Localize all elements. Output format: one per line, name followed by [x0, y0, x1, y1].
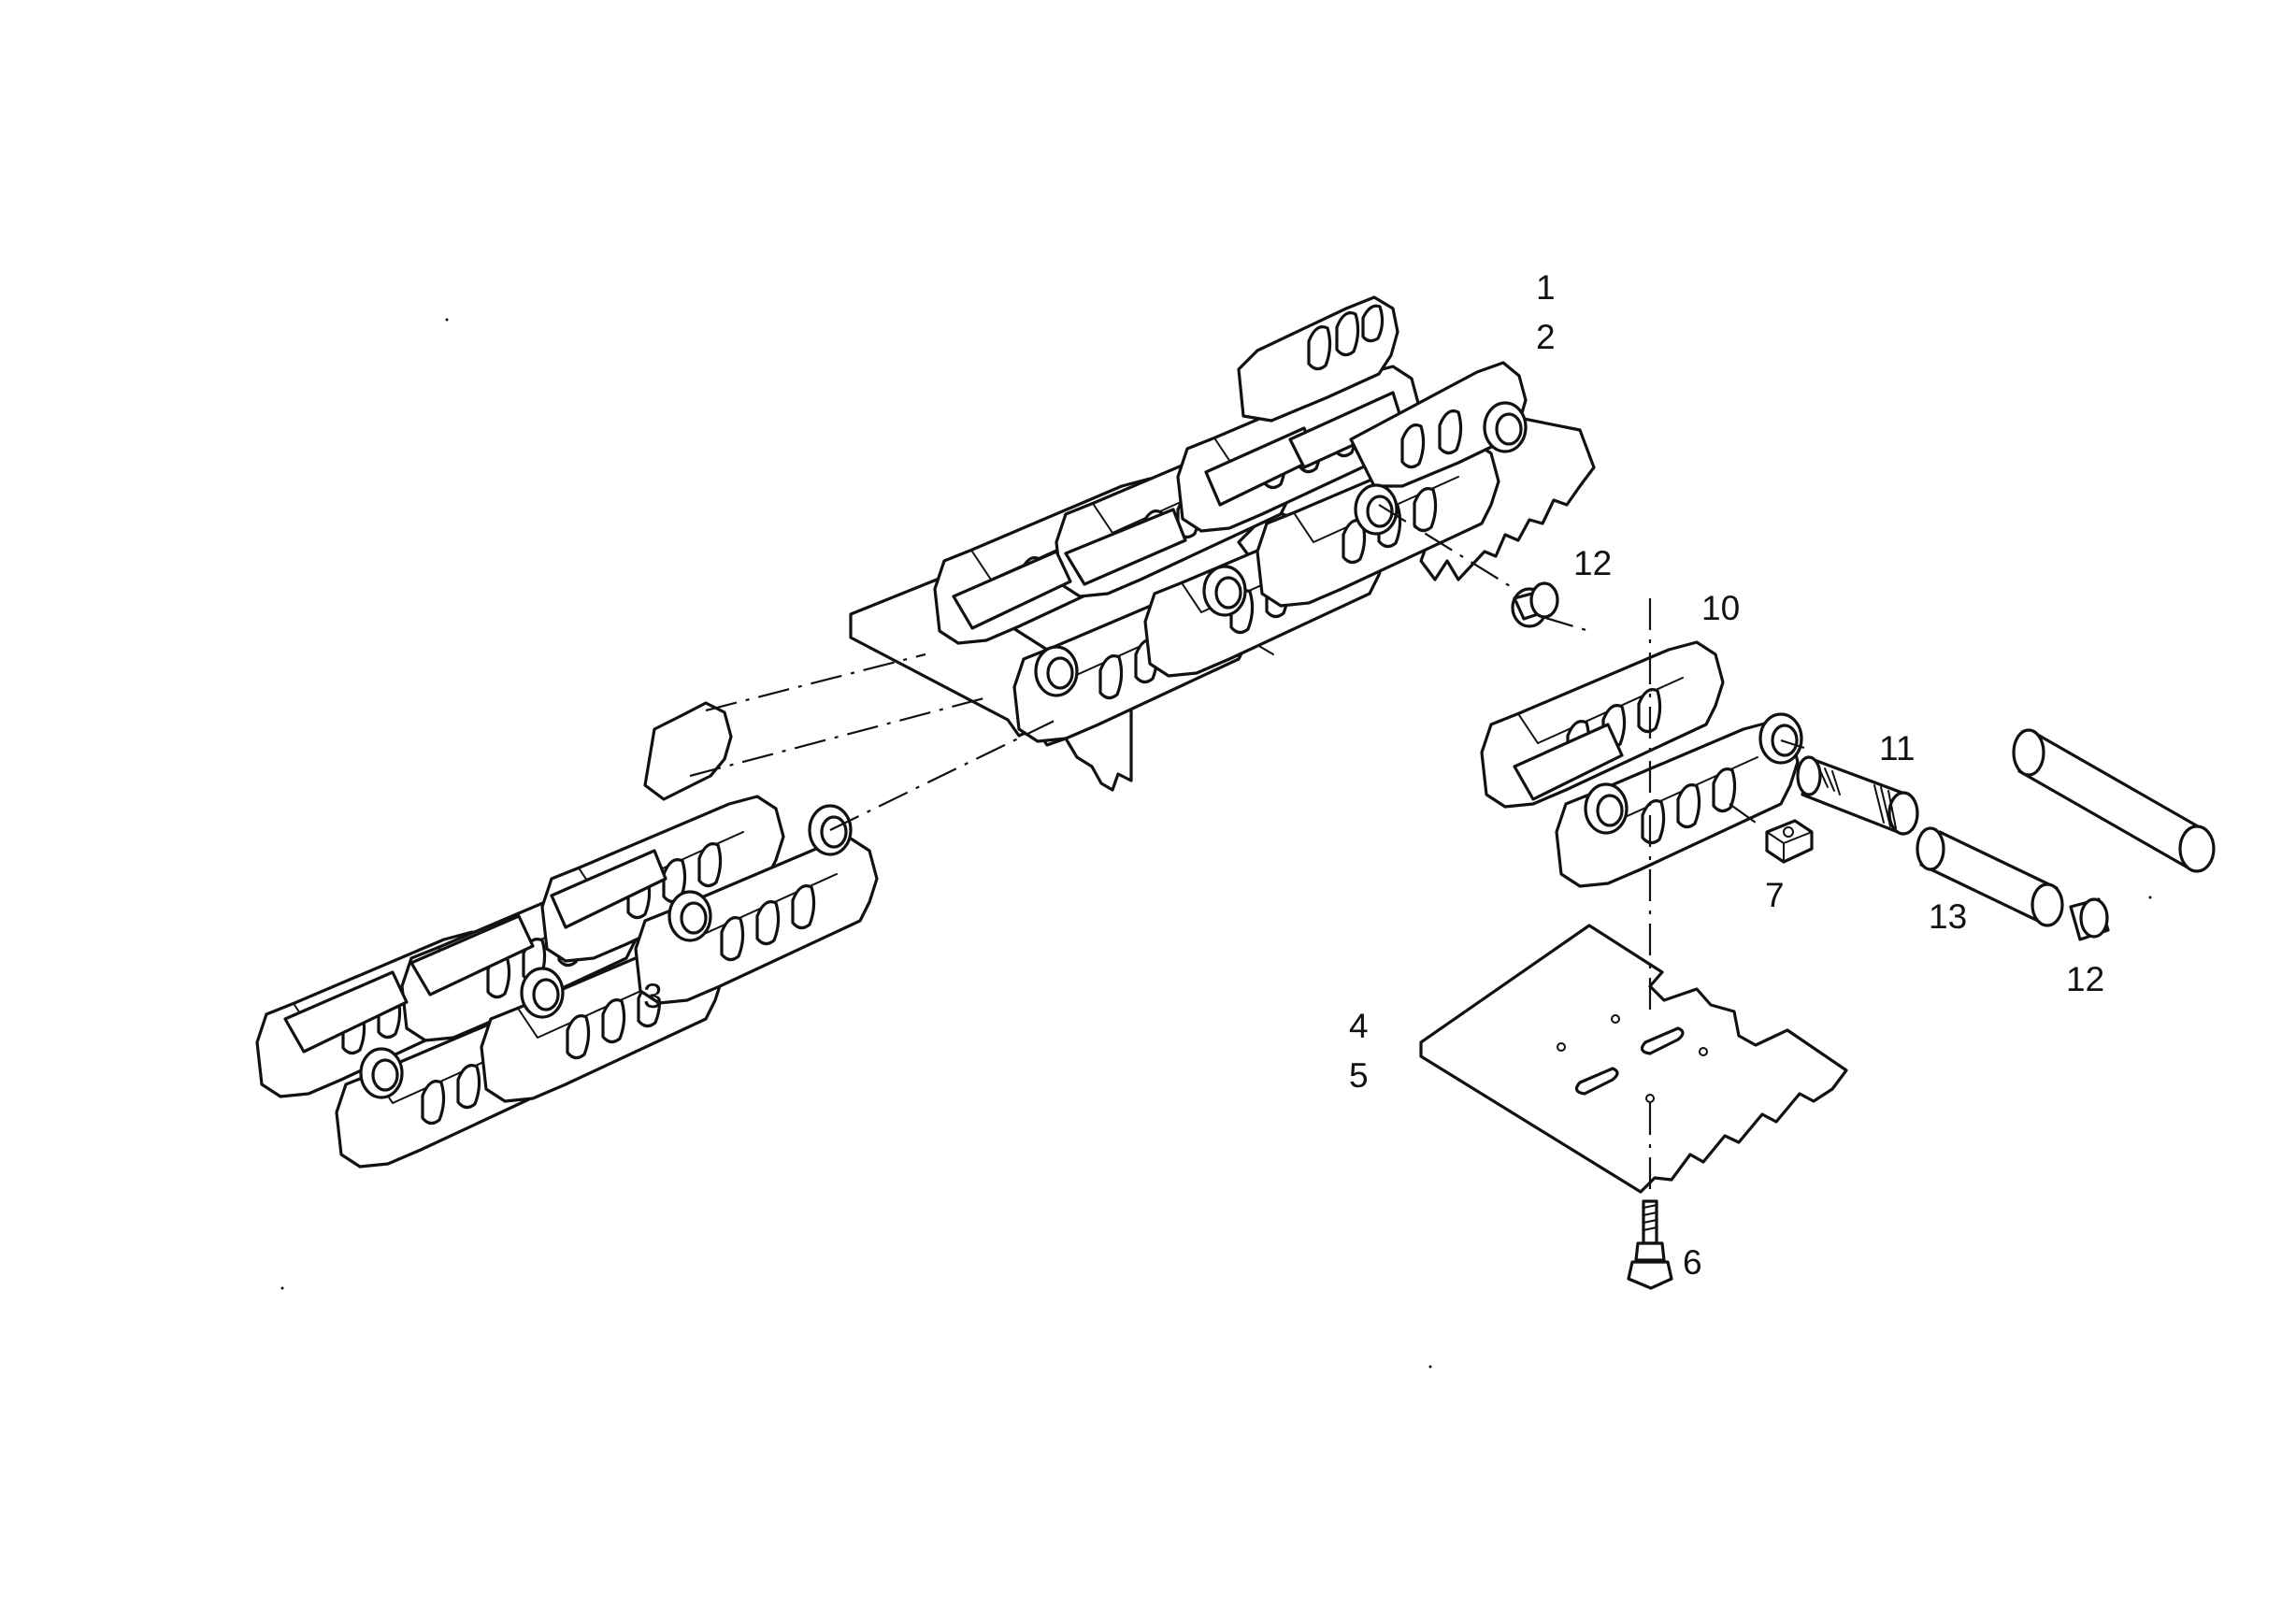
callout-13: 13	[1929, 897, 1967, 936]
callout-2: 2	[1536, 318, 1556, 356]
speck	[280, 1286, 284, 1290]
callout-11: 11	[1879, 729, 1915, 767]
bushing-12-upper	[1511, 581, 1559, 628]
speck	[2148, 896, 2152, 899]
callout-7: 7	[1765, 876, 1785, 914]
callout-5: 5	[1349, 1056, 1369, 1095]
pin-large	[2012, 728, 2216, 873]
pin-11	[1796, 755, 1919, 836]
track-assembly-left	[255, 701, 879, 1169]
callout-3: 3	[643, 977, 663, 1015]
speck	[1428, 1365, 1432, 1369]
callout-12-upper: 12	[1573, 544, 1612, 582]
callout-6: 6	[1683, 1243, 1702, 1282]
bushing-12-lower	[2069, 897, 2110, 941]
callout-10: 10	[1701, 589, 1740, 627]
track-link-pair-10	[1480, 640, 1803, 888]
nut-7	[1765, 819, 1814, 864]
bolt-6	[1627, 1199, 1673, 1290]
speck	[445, 318, 449, 322]
callout-4: 4	[1349, 1007, 1369, 1045]
track-shoe-4-5	[1419, 924, 1848, 1194]
callout-1: 1	[1536, 268, 1556, 307]
bushing-13	[1916, 826, 2064, 927]
assembly-center-lines	[689, 504, 1805, 1197]
callout-12-lower: 12	[2066, 960, 2104, 998]
track-assembly-upper	[849, 295, 1596, 792]
callout-labels: 1 2 3 4 5 6 7 10 11 12 12 13	[643, 268, 2104, 1282]
